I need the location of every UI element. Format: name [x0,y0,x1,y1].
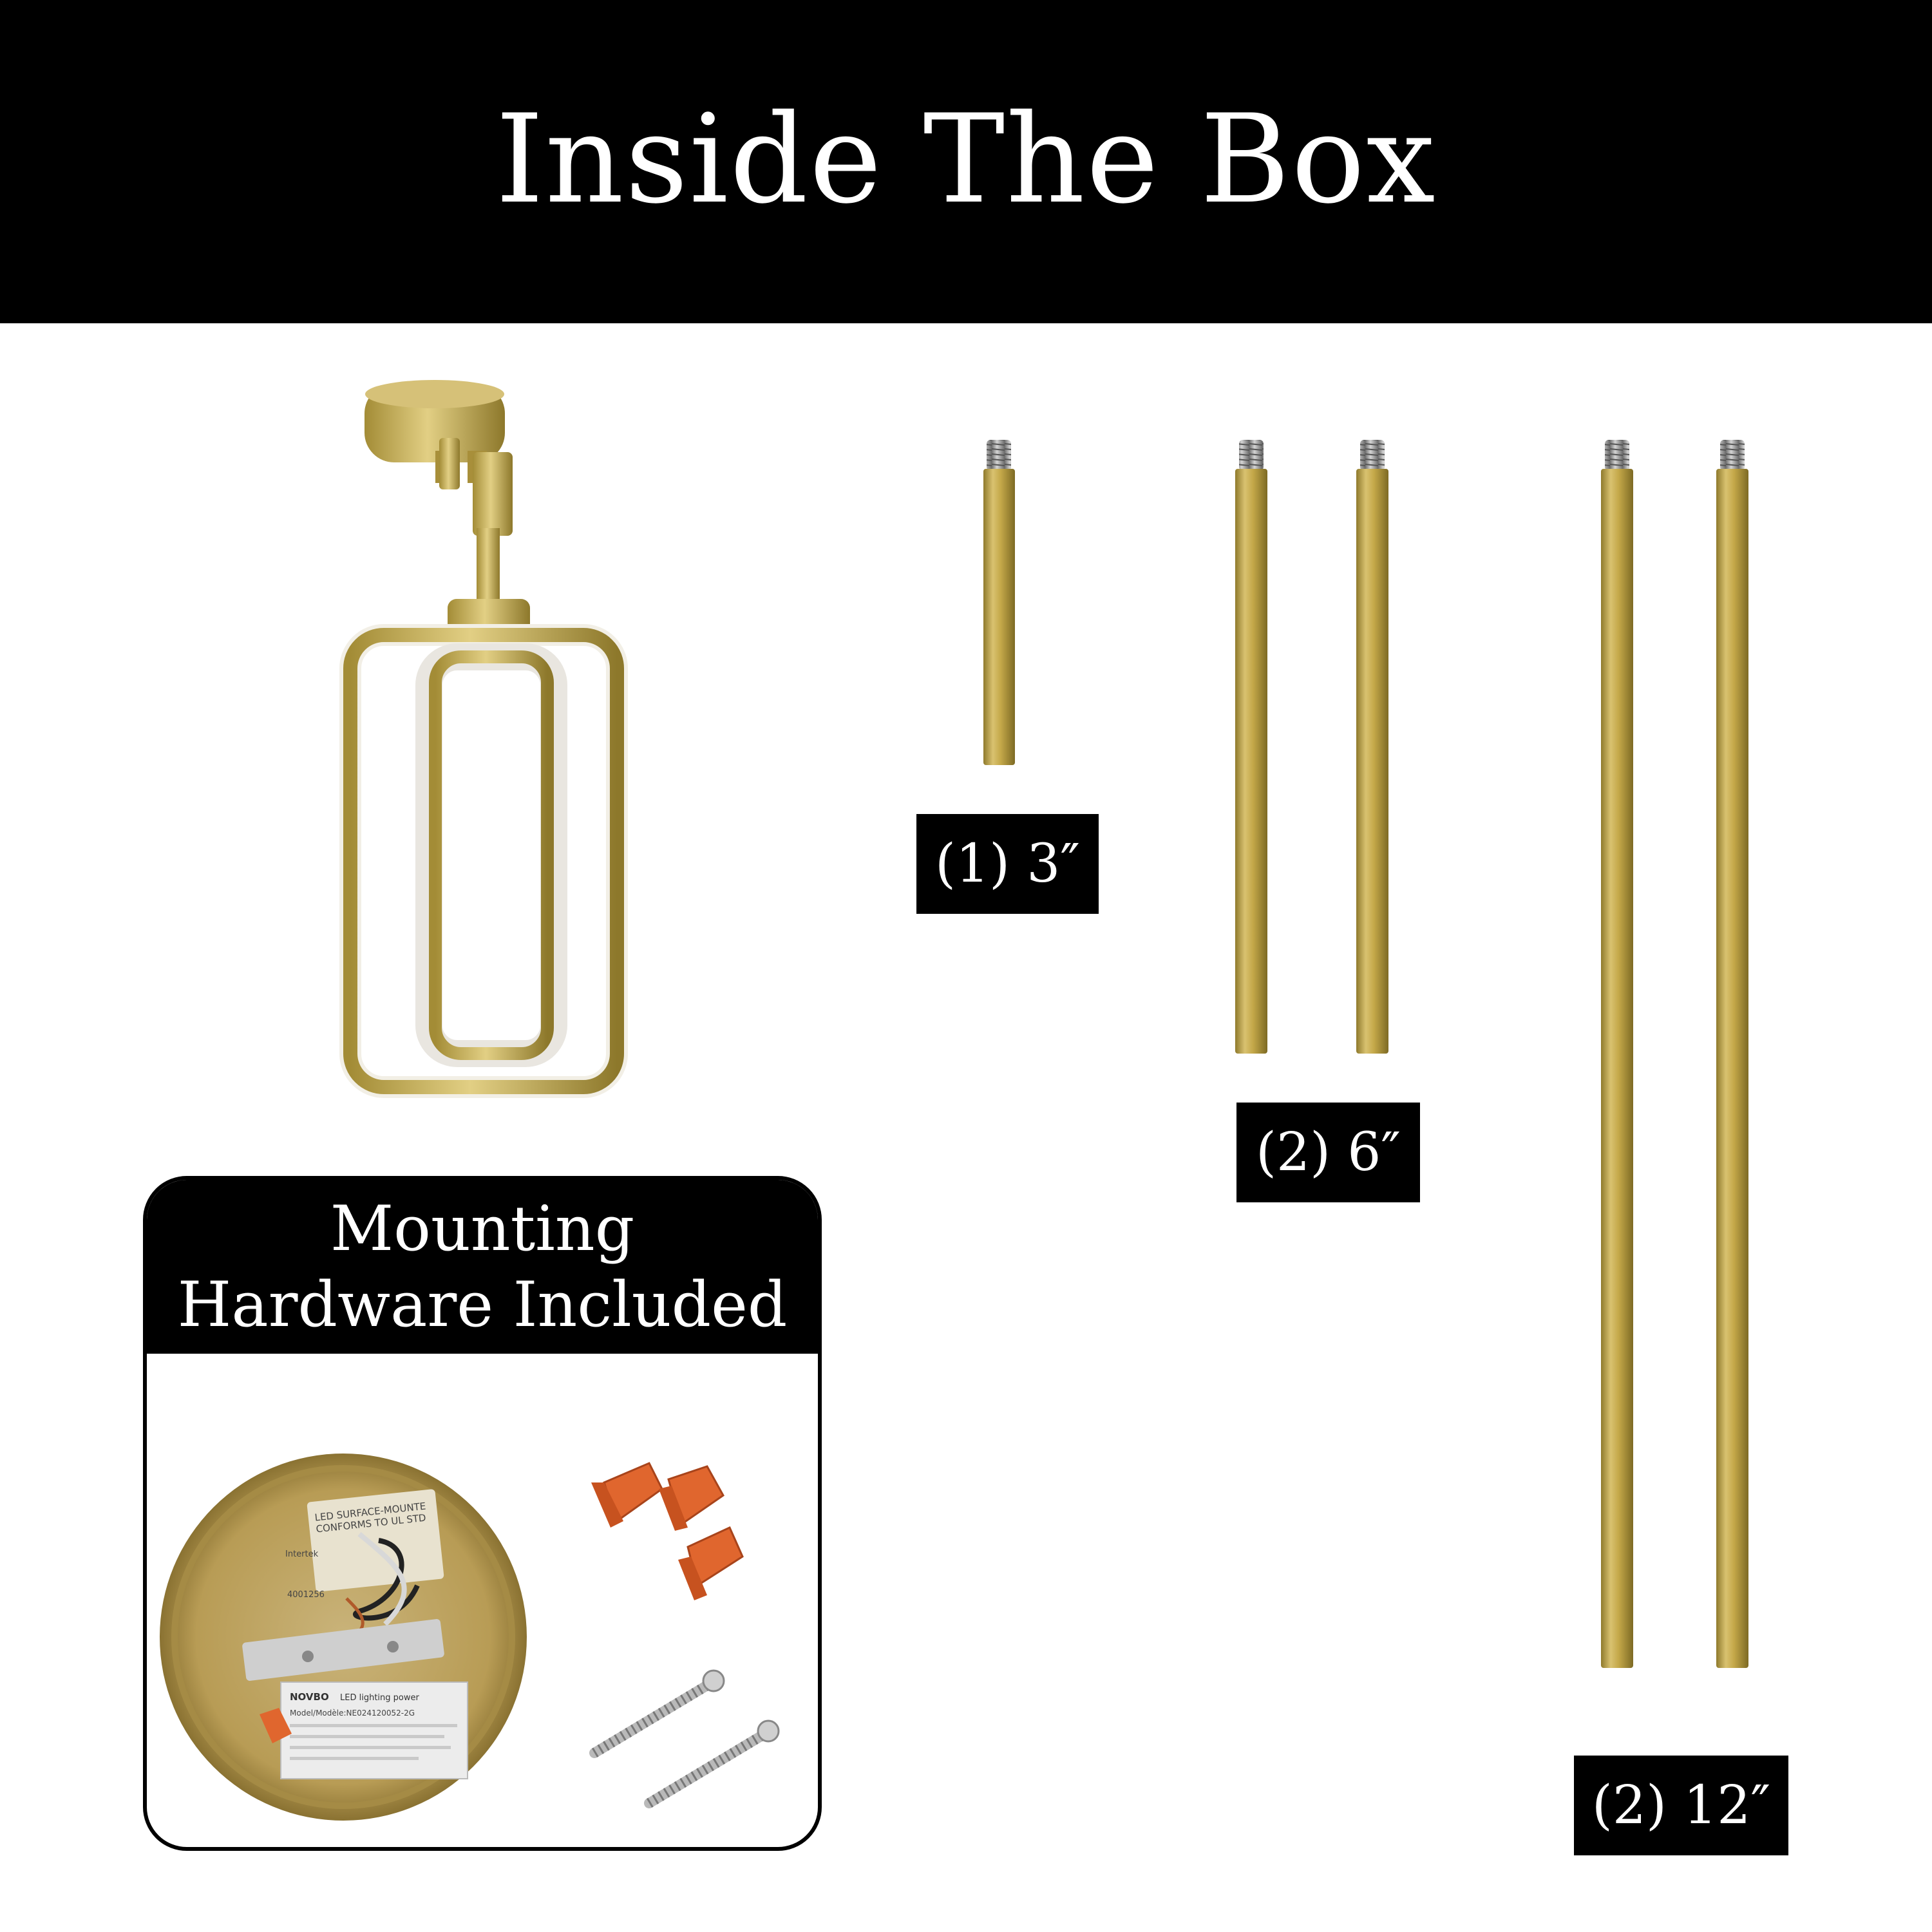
rod-3-inch-label: (1) 3″ [916,814,1099,914]
page-title: Inside The Box [495,88,1437,231]
rod-6-inch-image [1235,440,1267,1054]
rod-12-inch-label: (2) 12″ [1574,1756,1788,1855]
rod-12-inch-image [1716,440,1748,1668]
driver-model: Model/Modèle:NE024120052-2G [290,1709,415,1718]
mounting-hardware-heading: Mounting Hardware Included [147,1180,818,1354]
sticker-code: 4001256 [287,1590,325,1600]
rod-6-inch-label: (2) 6″ [1236,1103,1420,1202]
rod-12-inch-image [1601,440,1633,1668]
hardware-photo: LED SURFACE-MOUNTE CONFORMS TO UL STD In… [160,1454,780,1821]
driver-title: LED lighting power [340,1693,419,1703]
ceiling-fixture-image [339,380,628,1098]
mounting-hardware-line1: Mounting [330,1193,635,1265]
mounting-plate-image: LED SURFACE-MOUNTE CONFORMS TO UL STD In… [160,1454,527,1821]
rod-3-inch-image [983,440,1015,765]
mounting-hardware-line2: Hardware Included [177,1269,788,1341]
screw-icon [589,1669,725,1758]
driver-brand: NOVBO [290,1691,329,1703]
wire-nut-icon [659,1465,724,1531]
wire-nut-icon [678,1526,744,1600]
screw-icon [644,1719,780,1808]
header-band: Inside The Box [0,0,1932,323]
sticker-maker: Intertek [285,1549,319,1559]
wire-nut-icon [591,1462,663,1528]
rod-6-inch-image [1356,440,1388,1054]
mounting-hardware-panel: Mounting Hardware Included LED SURFACE-M… [143,1176,822,1851]
